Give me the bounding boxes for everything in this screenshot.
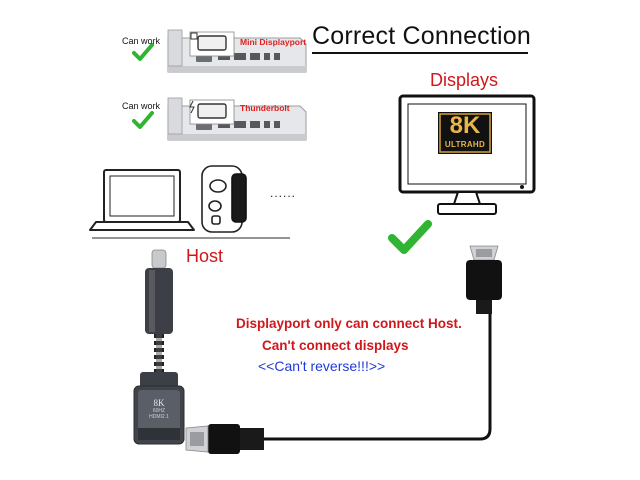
displays-label: Displays — [430, 70, 499, 90]
laptop-port-panel-mini-dp — [167, 29, 307, 73]
info-line-3: <<Can't reverse!!!>> — [258, 358, 386, 374]
adapter-hdmi-text: HDMI2.1 — [149, 414, 169, 420]
info-line-2: Can't connect displays — [262, 338, 409, 353]
check-icon — [388, 220, 432, 254]
host-label: Host — [186, 246, 224, 266]
device-icon — [201, 165, 247, 233]
port-status-label: Can work — [122, 36, 161, 46]
badge-8k-text: 8K — [449, 112, 481, 139]
adapter-hz-text: 60HZ — [152, 408, 166, 414]
port-name-label: Thunderbolt — [240, 103, 290, 113]
port-status-label: Can work — [122, 101, 161, 111]
check-icon — [132, 111, 154, 129]
page-title: Correct Connection — [312, 22, 531, 50]
check-icon — [132, 43, 154, 61]
hdmi-adapter — [133, 372, 185, 445]
badge-ultrahd-text: ULTRAHD — [444, 140, 486, 149]
usb-c-plug — [145, 249, 173, 334]
title-underline — [312, 52, 528, 54]
port-name-label: Mini Displayport — [240, 37, 307, 47]
laptop-icon — [89, 169, 195, 231]
8k-ultrahd-badge — [438, 112, 492, 154]
more-devices-ellipsis: ...... — [270, 186, 297, 200]
hdmi-plug-bottom — [185, 424, 264, 454]
info-line-1: Displayport only can connect Host. — [236, 316, 462, 331]
laptop-port-panel-thunderbolt — [167, 97, 307, 141]
hdmi-cable — [264, 312, 492, 441]
hdmi-plug-top — [466, 245, 502, 314]
adapter-8k-text: 8K — [153, 398, 165, 408]
